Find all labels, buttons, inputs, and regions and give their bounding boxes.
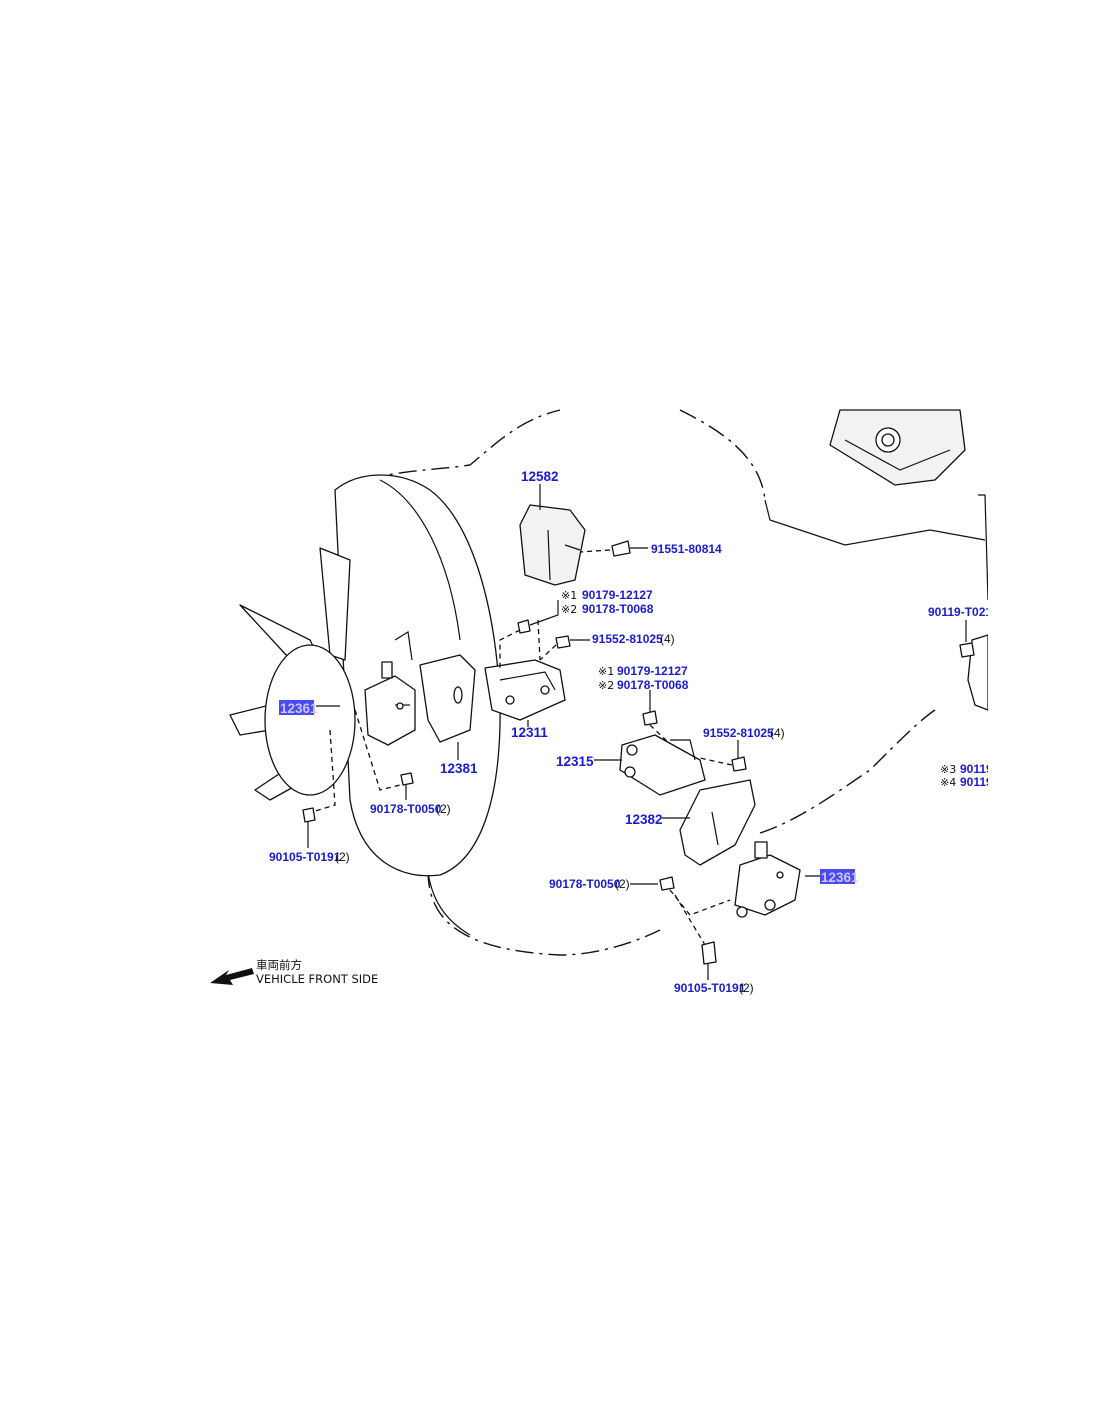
label-91551-80814[interactable]: 91551-80814 bbox=[651, 542, 722, 556]
qty-90105-T0191-b: (2) bbox=[739, 981, 754, 995]
label-90105-T0191-a[interactable]: 90105-T0191 bbox=[269, 850, 341, 864]
bolt-91552-81025-b-icon bbox=[731, 756, 747, 772]
highlight-12361-right bbox=[820, 869, 855, 884]
bolt-91551-80814-icon bbox=[611, 540, 631, 557]
note-mark-2a: ※2 bbox=[561, 603, 577, 616]
fasteners bbox=[302, 540, 975, 965]
label-90178-T0068-a[interactable]: 90178-T0068 bbox=[582, 602, 654, 616]
mount-bracket-12311 bbox=[484, 659, 566, 721]
note-mark-1b: ※1 bbox=[598, 665, 614, 678]
caption-en: VEHICLE FRONT SIDE bbox=[256, 972, 378, 986]
note-mark-1a: ※1 bbox=[561, 589, 577, 602]
leader-lines bbox=[307, 484, 967, 980]
nut-90179-12127-a-icon bbox=[517, 619, 531, 634]
nut-90178-T0050-b-icon bbox=[659, 876, 675, 891]
label-12361-right[interactable]: 12361 bbox=[821, 870, 859, 885]
highlight-12361-left bbox=[279, 700, 314, 715]
heat-insulator-12582 bbox=[519, 504, 586, 586]
insulator-12381 bbox=[419, 654, 476, 743]
insulator-12382 bbox=[679, 779, 756, 866]
bolt-91552-81025-a-icon bbox=[555, 635, 571, 649]
label-12315[interactable]: 12315 bbox=[556, 754, 594, 769]
bracket-12315 bbox=[619, 734, 706, 796]
part-labels: 12582 91551-80814 ※1 90179-12127 ※2 9017… bbox=[269, 469, 993, 995]
note-mark-4: ※4 bbox=[940, 776, 956, 789]
right-crop-mask bbox=[988, 400, 1100, 1020]
qty-90178-T0050-b: (2) bbox=[615, 877, 630, 891]
qty-91552-81025-a: (4) bbox=[660, 632, 675, 646]
label-90178-T0068-b[interactable]: 90178-T0068 bbox=[617, 678, 689, 692]
label-90178-T0050-b[interactable]: 90178-T0050 bbox=[549, 877, 621, 891]
label-90105-T0191-b[interactable]: 90105-T0191 bbox=[674, 981, 746, 995]
nut-90179-12127-b-icon bbox=[642, 710, 658, 726]
upper-right-bracket bbox=[829, 409, 989, 601]
bolt-90105-T0191-b-icon bbox=[701, 941, 717, 965]
fan-assembly bbox=[229, 474, 501, 877]
qty-91552-81025-b: (4) bbox=[770, 726, 785, 740]
label-90178-T0050-a[interactable]: 90178-T0050 bbox=[370, 802, 442, 816]
label-90119-T021[interactable]: 90119-T021 bbox=[928, 605, 992, 619]
arrow-left-icon bbox=[210, 968, 254, 985]
bolt-90119-T021-icon bbox=[959, 642, 975, 658]
qty-90178-T0050-a: (2) bbox=[436, 802, 451, 816]
vehicle-front-indicator: 車両前方 VEHICLE FRONT SIDE bbox=[210, 958, 378, 986]
label-90119-d[interactable]: 90119 bbox=[960, 775, 993, 789]
note-mark-3: ※3 bbox=[940, 763, 956, 776]
nut-90178-T0050-a-icon bbox=[400, 772, 414, 786]
caption-jp: 車両前方 bbox=[256, 958, 302, 972]
bolt-90105-T0191-a-icon bbox=[302, 807, 316, 823]
label-90179-12127-b[interactable]: 90179-12127 bbox=[617, 664, 688, 678]
label-91552-81025-b[interactable]: 91552-81025 bbox=[703, 726, 774, 740]
label-12361-left[interactable]: 12361 bbox=[280, 701, 318, 716]
qty-90105-T0191-a: (2) bbox=[335, 850, 350, 864]
label-12311[interactable]: 12311 bbox=[511, 725, 548, 740]
label-91552-81025-a[interactable]: 91552-81025 bbox=[592, 632, 663, 646]
engine-outline bbox=[334, 409, 986, 956]
note-mark-2b: ※2 bbox=[598, 679, 614, 692]
engine-mount-12361-left bbox=[364, 661, 416, 746]
label-90119-c[interactable]: 90119 bbox=[960, 762, 993, 776]
label-90179-12127-a[interactable]: 90179-12127 bbox=[582, 588, 653, 602]
label-12382[interactable]: 12382 bbox=[625, 812, 663, 827]
engine-mount-12361-right bbox=[734, 841, 801, 918]
label-12582[interactable]: 12582 bbox=[521, 469, 559, 484]
label-12381[interactable]: 12381 bbox=[440, 761, 478, 776]
